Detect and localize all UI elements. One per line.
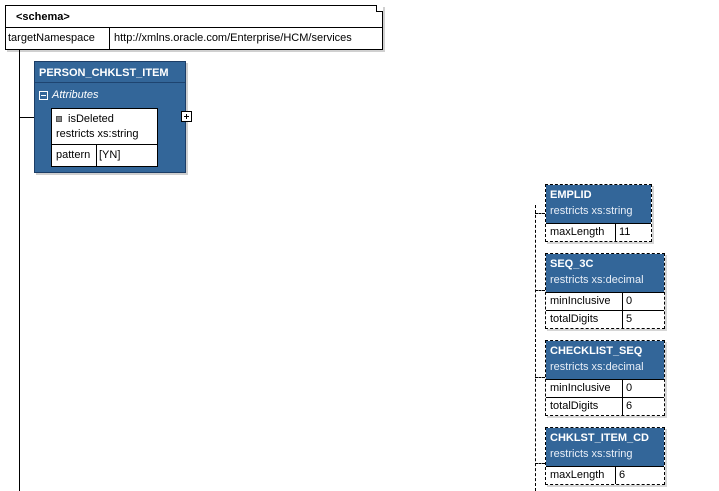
facet-value: 0 (626, 295, 633, 307)
schema-attribute-key: targetNamespace (6, 28, 110, 50)
facet-key: totalDigits (546, 311, 623, 328)
simple-type-restriction: restricts xs:string (550, 448, 633, 460)
collapse-icon[interactable] (39, 90, 48, 100)
simple-type-name: SEQ_3C (550, 258, 594, 270)
tree-connector-vertical (19, 50, 20, 491)
facet-key: pattern (52, 145, 97, 166)
facet-key: minInclusive (546, 293, 623, 310)
element-node-person-chklst-item[interactable]: PERSON_CHKLST_ITEM Attributes isDeleted … (34, 61, 186, 173)
facet-value: 6 (619, 469, 626, 481)
schema-attribute-value: http://xmlns.oracle.com/Enterprise/HCM/s… (114, 32, 352, 44)
attributes-section-header[interactable]: Attributes (35, 83, 185, 103)
facet-row: minInclusive 0 (546, 292, 664, 310)
simple-type-restriction: restricts xs:decimal (550, 361, 644, 373)
attribute-name: isDeleted (68, 113, 114, 125)
attribute-node-isdeleted[interactable]: isDeleted restricts xs:string pattern [Y… (51, 108, 158, 167)
schema-attribute-row: targetNamespace http://xmlns.oracle.com/… (6, 28, 382, 50)
facet-value: 11 (619, 226, 631, 238)
attribute-icon (56, 116, 62, 122)
facet-value: [YN] (99, 149, 121, 161)
facet-value: 0 (626, 382, 633, 394)
facet-row: minInclusive 0 (546, 379, 664, 397)
page-fold-icon (376, 5, 383, 12)
simple-type-chklst-item-cd[interactable]: CHKLST_ITEM_CD restricts xs:string maxLe… (545, 427, 665, 485)
simple-type-emplid[interactable]: EMPLID restricts xs:string maxLength 11 (545, 184, 652, 242)
facet-row: totalDigits 5 (546, 310, 664, 328)
simple-type-checklist-seq[interactable]: CHECKLIST_SEQ restricts xs:decimal minIn… (545, 340, 665, 416)
connector-emplid (535, 213, 545, 214)
connector-chklst-item-cd (535, 463, 545, 464)
simple-type-name: EMPLID (550, 189, 592, 201)
simple-type-restriction: restricts xs:string (550, 205, 633, 217)
element-name: PERSON_CHKLST_ITEM (35, 62, 185, 83)
facet-row: maxLength 11 (546, 223, 651, 241)
schema-title: <schema> (6, 6, 382, 28)
connector-seq-3c (535, 290, 545, 291)
expand-icon[interactable] (181, 111, 192, 122)
attributes-label: Attributes (52, 89, 99, 101)
simple-type-restriction: restricts xs:decimal (550, 274, 644, 286)
facet-key: maxLength (546, 224, 616, 241)
facet-row: totalDigits 6 (546, 397, 664, 415)
schema-root-node[interactable]: <schema> targetNamespace http://xmlns.or… (5, 5, 383, 50)
facet-key: totalDigits (546, 398, 623, 415)
tree-connector-horizontal (19, 117, 34, 118)
connector-checklist-seq (535, 377, 545, 378)
attribute-restriction: restricts xs:string (56, 128, 139, 140)
simple-type-name: CHECKLIST_SEQ (550, 345, 643, 357)
facet-key: maxLength (546, 467, 616, 484)
attribute-facet-row: pattern [YN] (52, 144, 157, 166)
simple-type-name: CHKLST_ITEM_CD (550, 432, 650, 444)
facet-row: maxLength 6 (546, 466, 664, 484)
simple-types-connector-vertical (535, 205, 536, 491)
simple-type-seq-3c[interactable]: SEQ_3C restricts xs:decimal minInclusive… (545, 253, 665, 329)
facet-value: 5 (626, 313, 633, 325)
facet-key: minInclusive (546, 380, 623, 397)
facet-value: 6 (626, 400, 633, 412)
